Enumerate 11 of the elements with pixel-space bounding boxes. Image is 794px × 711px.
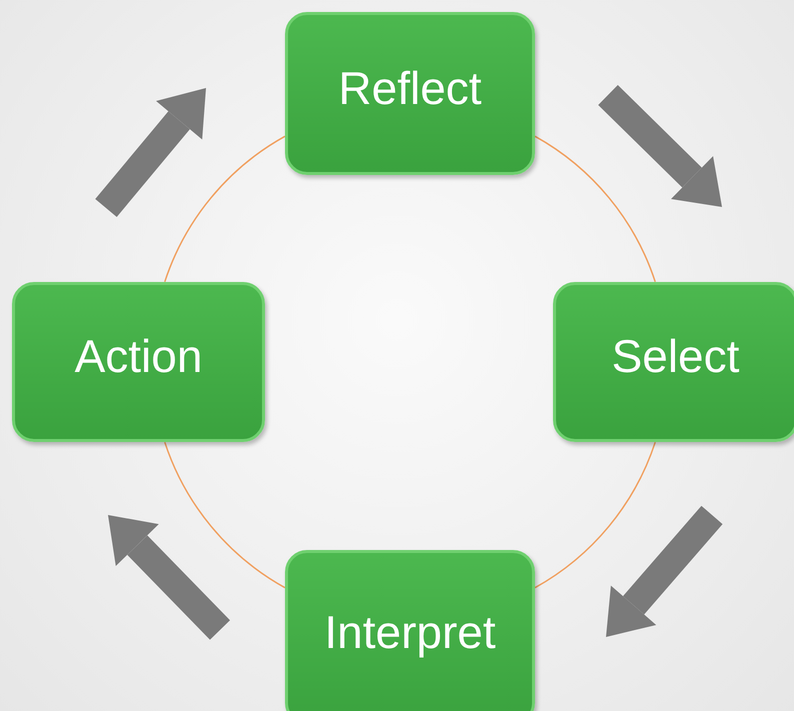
- step-box: [12, 282, 265, 442]
- step-box: [285, 12, 535, 175]
- ring-arc: [164, 136, 286, 282]
- step-label: Select: [612, 333, 740, 379]
- step-box: [553, 282, 794, 442]
- step-label: Reflect: [338, 64, 482, 110]
- step-box: [285, 550, 535, 711]
- step-label: Action: [74, 333, 202, 379]
- ring-arc: [534, 442, 656, 588]
- ring-arc: [164, 442, 286, 588]
- ring-arc: [534, 136, 656, 282]
